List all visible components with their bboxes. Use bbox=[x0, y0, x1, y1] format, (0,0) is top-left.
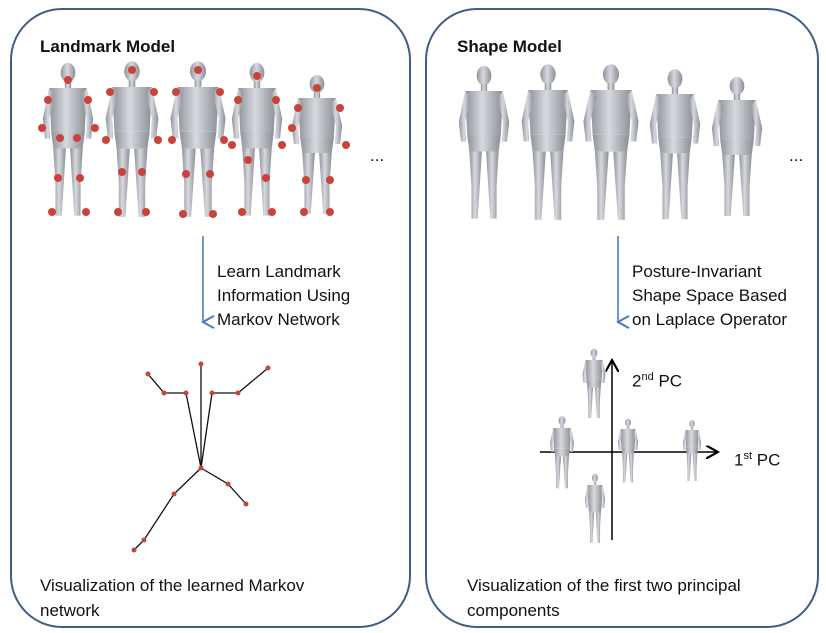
landmark-caption: Visualization of the learned Markov netw… bbox=[40, 573, 304, 623]
landmark-body-scan bbox=[42, 62, 94, 216]
landmark-body-scan bbox=[231, 62, 283, 216]
landmark-model-title: Landmark Model bbox=[40, 37, 176, 56]
pc-body-scan bbox=[582, 348, 606, 418]
landmark-arrow-label: Learn Landmark Information Using Markov … bbox=[217, 260, 350, 332]
shape-figures bbox=[458, 64, 763, 220]
shape-body-scan bbox=[711, 77, 763, 216]
landmark-figures bbox=[42, 61, 343, 217]
shape-model-title: Shape Model bbox=[457, 37, 562, 56]
landmark-arrow-label-line: Markov Network bbox=[217, 310, 340, 329]
shape-body-scan bbox=[521, 64, 575, 220]
shape-arrow-label-line: on Laplace Operator bbox=[632, 310, 787, 329]
pc-body-scan bbox=[682, 419, 702, 482]
pc-body-scan bbox=[617, 418, 639, 483]
landmark-ellipsis: ... bbox=[370, 146, 385, 165]
markov-network-nodes bbox=[131, 361, 271, 553]
shape-arrow-label: Posture-Invariant Shape Space Based on L… bbox=[632, 260, 787, 332]
shape-arrow-label-line: Posture-Invariant bbox=[632, 262, 762, 281]
shape-body-scan bbox=[649, 69, 701, 220]
landmark-body-scan bbox=[291, 75, 343, 214]
markov-network bbox=[133, 364, 269, 551]
first-pc-label: 1st PC bbox=[734, 450, 781, 470]
landmark-arrow-label-line: Information Using bbox=[217, 286, 351, 305]
landmark-arrow-label-line: Learn Landmark bbox=[217, 262, 341, 281]
shape-arrow-label-line: Shape Space Based bbox=[632, 286, 788, 305]
shape-ellipsis: ... bbox=[789, 146, 804, 165]
shape-caption: Visualization of the first two principal… bbox=[467, 573, 741, 623]
pc-figures bbox=[550, 348, 702, 543]
landmark-dots bbox=[38, 66, 350, 218]
landmark-body-scan bbox=[105, 61, 159, 217]
shape-caption-line: Visualization of the first two principal bbox=[467, 576, 741, 595]
landmark-body-scan bbox=[170, 61, 226, 217]
shape-caption-line: components bbox=[467, 601, 560, 620]
shape-body-scan bbox=[458, 65, 510, 219]
landmark-caption-line: network bbox=[40, 601, 100, 620]
second-pc-label: 2nd PC bbox=[632, 371, 683, 391]
landmark-caption-line: Visualization of the learned Markov bbox=[40, 576, 305, 595]
shape-body-scan bbox=[583, 64, 639, 220]
pc-body-scan bbox=[584, 473, 606, 543]
